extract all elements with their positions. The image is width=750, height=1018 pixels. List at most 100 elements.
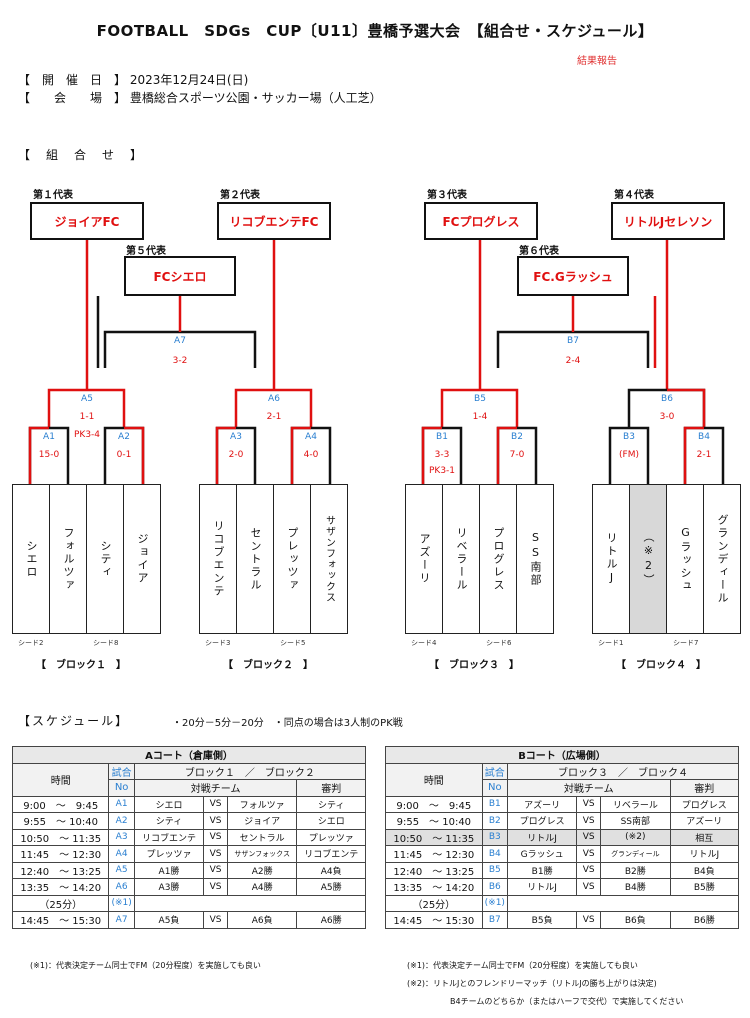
- match-score-b5: 1-4: [472, 412, 488, 422]
- match-score-b4: 2-1: [696, 450, 712, 460]
- rep-2-label: 第２代表: [220, 190, 260, 201]
- teams-header: 対戦チーム: [506, 779, 671, 797]
- rep-1-label: 第１代表: [33, 190, 73, 201]
- court-b-title: Bコート（広場側）: [385, 746, 739, 764]
- block-1-title: 【 ブロック１ 】: [36, 660, 126, 671]
- match-id-a6: A6: [268, 394, 280, 404]
- match-score-a6: 2-1: [266, 412, 282, 422]
- team-cell: サザンフォックス: [310, 484, 348, 634]
- block-3-title: 【 ブロック３ 】: [429, 660, 519, 671]
- team-cell: セントラル: [236, 484, 274, 634]
- team-cell: アズーリ: [405, 484, 443, 634]
- seed-label: シード8: [93, 639, 119, 647]
- court-b-table: Bコート（広場側） 時間 試合 ブロック３ ／ ブロック４ No 対戦チーム 審…: [385, 746, 740, 929]
- match-id-a1: A1: [43, 432, 55, 442]
- team-cell: フォルツァ: [49, 484, 87, 634]
- match-score-a5: 1-1: [79, 412, 95, 422]
- no-header: No: [481, 779, 508, 797]
- team-cell: プログレス: [479, 484, 517, 634]
- time-header: 時間: [385, 762, 483, 797]
- match-pk-b1: PK3-1: [428, 466, 456, 476]
- bracket-lines: [28, 240, 725, 484]
- seed-label: シード3: [205, 639, 231, 647]
- referee-header: 審判: [296, 779, 366, 797]
- court-a-note: (※1)：代表決定チーム同士でFM（20分程度）を実施しても良い: [30, 961, 261, 970]
- rep-1-team-box: ジョイアFC: [30, 202, 144, 240]
- team-cell: シエロ: [12, 484, 50, 634]
- court-a-blocks: ブロック１ ／ ブロック２: [133, 762, 367, 780]
- rep-4-label: 第４代表: [614, 190, 654, 201]
- team-cell: SS南部: [516, 484, 554, 634]
- match-header: 試合: [481, 762, 508, 780]
- match-id-b5: B5: [474, 394, 486, 404]
- bracket-section-title: 【 組 合 せ 】: [18, 148, 145, 162]
- team-cell: Gラッシュ: [666, 484, 704, 634]
- match-score-b2: 7-0: [509, 450, 525, 460]
- seed-label: シード6: [486, 639, 512, 647]
- team-cell: シティ: [86, 484, 124, 634]
- break-row: （25分）(※1): [385, 894, 740, 912]
- team-cell: ジョイア: [123, 484, 161, 634]
- court-b-note-2: (※2)：リトルJとのフレンドリーマッチ（リトルJの勝ち上がりは決定): [407, 979, 657, 988]
- seed-label: シード7: [673, 639, 699, 647]
- match-id-b7: B7: [567, 336, 579, 346]
- seed-label: シード2: [18, 639, 44, 647]
- match-score-a4: 4-0: [303, 450, 319, 460]
- rep-6-label: 第６代表: [519, 246, 559, 257]
- date-label: 【 開 催 日 】: [18, 73, 127, 87]
- court-a-title: Aコート（倉庫側）: [12, 746, 366, 764]
- rep-5-label: 第５代表: [126, 246, 166, 257]
- rep-6-team-box: FC.Gラッシュ: [517, 256, 629, 296]
- teams-header: 対戦チーム: [133, 779, 298, 797]
- block-4-title: 【 ブロック４ 】: [616, 660, 706, 671]
- match-score-a3: 2-0: [228, 450, 244, 460]
- break-row: （25分）(※1): [11, 894, 367, 912]
- match-score-b3: (FM): [619, 450, 639, 460]
- venue-label: 【 会 場 】: [18, 91, 127, 105]
- match-id-a3: A3: [230, 432, 242, 442]
- rep-5-team-box: FCシエロ: [124, 256, 236, 296]
- match-id-b2: B2: [511, 432, 523, 442]
- court-a-table: Aコート（倉庫側） 時間 試合 ブロック１ ／ ブロック２ No 対戦チーム 審…: [11, 746, 367, 929]
- block-2-title: 【 ブロック２ 】: [223, 660, 313, 671]
- court-b-note-1: (※1)：代表決定チーム同士でFM（20分程度）を実施しても良い: [407, 961, 638, 970]
- match-id-b1: B1: [436, 432, 448, 442]
- match-score-b6: 3-0: [659, 412, 675, 422]
- seed-label: シード4: [411, 639, 437, 647]
- match-id-b6: B6: [661, 394, 673, 404]
- referee-header: 審判: [669, 779, 740, 797]
- seed-label: シード5: [280, 639, 306, 647]
- schedule-rule-note: ・20分－5分－20分 ・同点の場合は3人制のPK戦: [172, 718, 403, 729]
- court-b-blocks: ブロック３ ／ ブロック４: [506, 762, 740, 780]
- match-score-a2: 0-1: [116, 450, 132, 460]
- rep-2-team-box: リコブエンテFC: [217, 202, 331, 240]
- match-score-a7: 3-2: [172, 356, 188, 366]
- result-report-link[interactable]: 結果報告: [577, 56, 617, 67]
- rep-4-team-box: リトルJセレソン: [611, 202, 725, 240]
- date-value: 2023年12月24日(日): [129, 73, 249, 87]
- match-id-b3: B3: [623, 432, 635, 442]
- match-id-b4: B4: [698, 432, 710, 442]
- team-cell: リコブエンテ: [199, 484, 237, 634]
- match-id-a4: A4: [305, 432, 317, 442]
- page-title: FOOTBALL SDGs CUP〔U11〕豊橋予選大会 【組合せ・スケジュール…: [96, 22, 654, 40]
- match-id-a5: A5: [81, 394, 93, 404]
- match-pk-a5: PK3-4: [73, 430, 101, 440]
- match-id-a2: A2: [118, 432, 130, 442]
- team-cell-placeholder: （※2）: [629, 484, 667, 634]
- team-cell: リトルJ: [592, 484, 630, 634]
- team-cell: グランディール: [703, 484, 741, 634]
- rep-3-label: 第３代表: [427, 190, 467, 201]
